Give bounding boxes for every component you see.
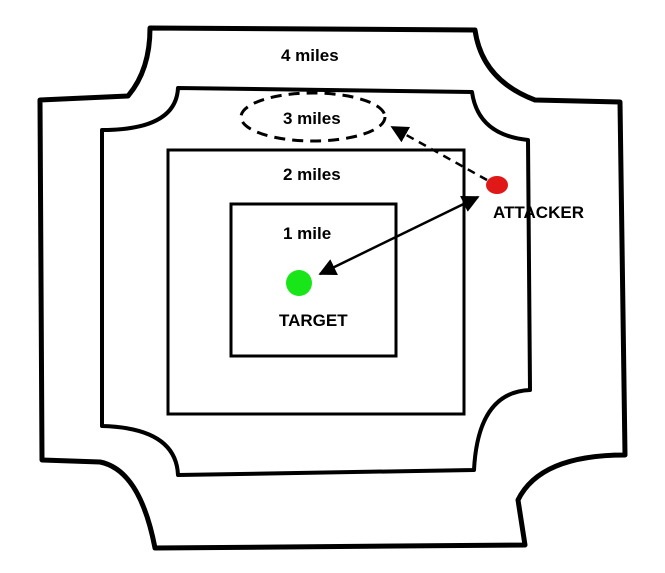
zone-4-mile-boundary: [37, 25, 628, 551]
attacker-label: ATTACKER: [493, 203, 584, 222]
highlight-ellipse: [239, 91, 387, 143]
dashed-arrow: [390, 125, 488, 182]
zone-1-mile-square: [229, 202, 398, 358]
label-2-miles: 2 miles: [283, 165, 341, 184]
zone-3-mile-boundary: [100, 86, 532, 477]
label-1-mile: 1 mile: [283, 224, 332, 243]
label-4-miles: 4 miles: [281, 46, 339, 65]
label-3-miles: 3 miles: [283, 109, 341, 128]
target-marker: [286, 270, 312, 296]
attacker-marker: [486, 176, 508, 194]
target-label: TARGET: [279, 311, 348, 330]
zone-2-mile-square: [166, 148, 466, 416]
double-arrow: [318, 195, 480, 276]
